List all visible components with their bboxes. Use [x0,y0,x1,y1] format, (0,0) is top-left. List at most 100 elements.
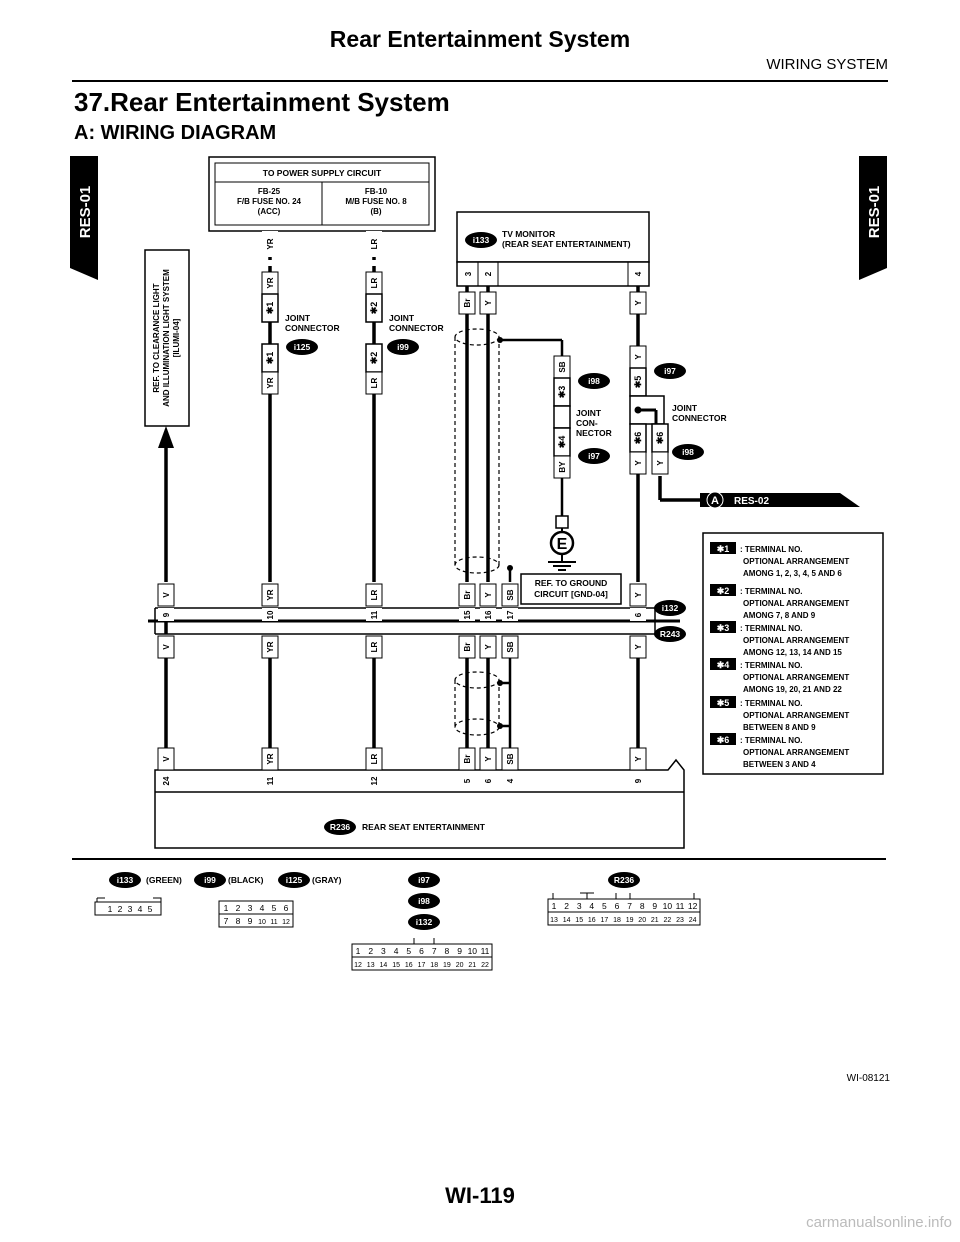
joint-connector-i98-i97[interactable]: SB ✱3 ✱4 BY i98 JOINT CON- NECTOR i97 [553,355,612,479]
mid-connector: i132 R243 [148,600,686,642]
res-pin: 5 [463,778,472,783]
pin-num: 13 [550,917,558,924]
ground-letter: E [557,536,568,553]
legend-item: ✱2 : TERMINAL NO. OPTIONAL ARRANGEMENT A… [710,584,849,620]
jc1-code: i125 [294,342,311,352]
joint-connector-i125[interactable]: YR ✱1 ✱1 YR JOINT CONNECTOR i125 [261,271,340,395]
fuse2-mode: (B) [370,207,381,216]
monitor-pin: 2 [484,271,493,276]
pin-num: 3 [128,904,133,914]
pin-num: 6 [419,946,424,956]
view-code: i98 [418,896,430,906]
mid-code-r243: R243 [660,629,681,639]
pin-num: 9 [652,901,657,911]
pin-num: 1 [356,946,361,956]
wire-label-v: V [162,644,171,650]
pin-num: 19 [626,917,634,924]
legend-l3: AMONG 7, 8 AND 9 [743,611,816,620]
pin-num: 7 [627,901,632,911]
wire-label-lr: LR [370,277,379,288]
tab-right-res-01[interactable]: RES-01 [859,156,887,280]
joint-connector-i97-i98[interactable]: Y ✱5 ✱6 ✱6 Y Y i97 JOINT CONNECTOR i98 [629,345,727,475]
pin-num: 21 [468,962,476,969]
pin-num: 7 [224,916,229,926]
view-color: (GREEN) [146,875,182,885]
mid-pin: 9 [162,612,171,617]
jc4-code-bot: i98 [682,447,694,457]
tab-right-label: RES-01 [866,186,883,239]
view-code: i133 [117,875,134,885]
monitor-name-1: TV MONITOR [502,229,555,239]
view-code: i125 [286,875,303,885]
fuse1-mode: (ACC) [258,207,281,216]
legend-l3: BETWEEN 8 AND 9 [743,723,816,732]
pin-num: 17 [418,962,426,969]
mid-pin: 15 [463,610,472,619]
wire-label-y: Y [634,756,643,762]
wire-label-by: BY [558,461,567,473]
link-res-02[interactable]: A RES-02 [700,491,860,509]
ref-clearance-3: [ILUMI-04] [172,318,181,357]
legend-l1: : TERMINAL NO. [740,587,803,596]
pin-num: 8 [445,946,450,956]
pin-num: 2 [118,904,123,914]
wire-label-yr: YR [266,641,275,652]
star-badge: ✱6 [633,432,643,445]
tab-left-res-01[interactable]: RES-01 [70,156,98,280]
legend-star: ✱2 [717,586,730,596]
legend-l3: AMONG 1, 2, 3, 4, 5 AND 6 [743,569,842,578]
legend-box: ✱1 : TERMINAL NO. OPTIONAL ARRANGEMENT A… [702,532,884,775]
link-label: RES-02 [734,496,769,507]
star-badge: ✱6 [655,432,665,445]
wire-label-yr: YR [266,377,275,388]
pin-num: 14 [563,917,571,924]
wire-label-sb: SB [506,753,515,764]
pin-num: 6 [284,903,289,913]
legend-l2: OPTIONAL ARRANGEMENT [743,673,849,682]
legend-star: ✱4 [717,660,730,670]
star-badge: ✱3 [557,386,567,399]
fuse2-id: FB-10 [365,187,388,196]
wire-label-y: Y [634,592,643,598]
jc3-label-3: NECTOR [576,428,612,438]
conn-view-i99: i99 (BLACK) 1 2 3 4 5 6 7 8 9 10 11 12 [194,872,294,928]
pin-num: 4 [260,903,265,913]
footer-watermark: carmanualsonline.info [806,1214,952,1231]
wire-label-yr: YR [266,277,275,288]
pin-num: 11 [481,946,490,956]
link-letter: A [711,495,719,507]
pin-num: 22 [481,962,489,969]
wire-label-lr: LR [370,641,379,652]
wire-label-lr: LR [370,753,379,764]
pin-num: 22 [664,917,672,924]
wire-label-y: Y [634,354,643,360]
legend-l3: BETWEEN 3 AND 4 [743,760,816,769]
power-supply-box: TO POWER SUPPLY CIRCUIT FB-25 F/B FUSE N… [208,156,436,232]
view-code: R236 [614,875,635,885]
pin-num: 8 [236,916,241,926]
joint-connector-i99[interactable]: LR ✱2 ✱2 LR JOINT CONNECTOR i99 [365,271,444,395]
fuse2-name: M/B FUSE NO. 8 [345,197,407,206]
wire-label-sb: SB [506,589,515,600]
wire-label-y: Y [484,592,493,598]
pin-num: 20 [456,962,464,969]
legend-l1: : TERMINAL NO. [740,736,803,745]
pin-num: 1 [108,904,113,914]
page-number: WI-119 [445,1183,515,1208]
tv-monitor-box: i133 TV MONITOR (REAR SEAT ENTERTAINMENT… [456,211,650,287]
res-code: R236 [330,822,351,832]
pin-num: 7 [432,946,437,956]
page-header-section: WIRING SYSTEM [766,56,888,73]
legend-star: ✱6 [717,735,730,745]
pin-num: 10 [258,919,266,926]
view-code: i99 [204,875,216,885]
jc3-code-bot: i97 [588,451,600,461]
jc4-label-2: CONNECTOR [672,413,727,423]
jc1-label-1: JOINT [285,313,311,323]
monitor-code: i133 [473,235,490,245]
jc2-label-2: CONNECTOR [389,323,444,333]
mid-pin: 6 [634,612,643,617]
res-pin: 9 [634,778,643,783]
pin-num: 1 [224,903,229,913]
